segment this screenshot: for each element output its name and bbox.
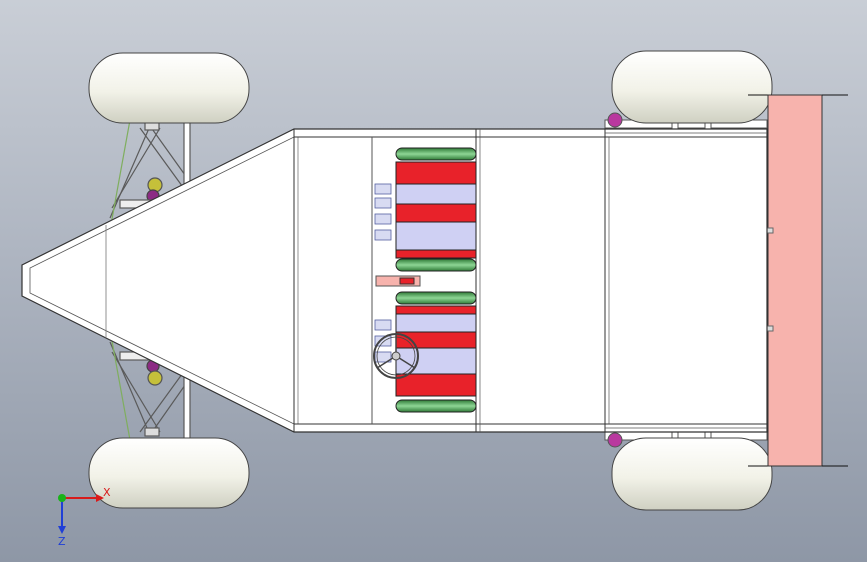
gear-lever xyxy=(399,277,415,285)
z-axis-label: Z xyxy=(58,535,66,548)
pedal-box xyxy=(374,183,392,363)
center-console xyxy=(375,275,421,287)
front-suspension-bottom xyxy=(109,329,191,443)
front-right-tire xyxy=(88,437,250,509)
driver-seat-right xyxy=(395,291,477,413)
rear-left-tire xyxy=(611,50,773,124)
rear-right-tire xyxy=(611,437,773,511)
x-axis-label: X xyxy=(103,486,111,499)
steering-wheel xyxy=(373,333,419,379)
front-left-tire xyxy=(88,52,250,124)
axis-triad: X Z xyxy=(58,486,111,548)
driver-seat-left xyxy=(395,147,477,272)
rear-wing xyxy=(762,94,848,467)
